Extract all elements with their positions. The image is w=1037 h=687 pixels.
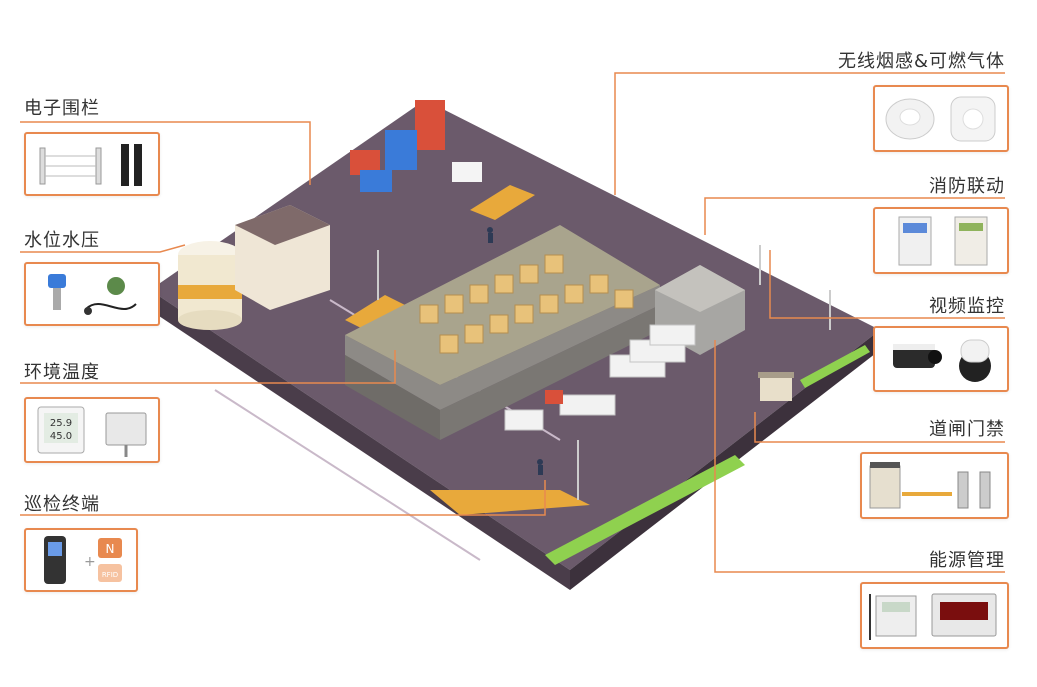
camera-icon bbox=[893, 339, 991, 382]
card-environment-temperature: 25.9 45.0 bbox=[24, 397, 160, 463]
hatch-zone bbox=[345, 295, 405, 330]
temp-display-bottom: 45.0 bbox=[50, 431, 72, 442]
card-gate-access bbox=[860, 452, 1009, 519]
card-fire-linkage bbox=[873, 207, 1009, 274]
svg-text:+: + bbox=[84, 554, 96, 570]
label-electronic-fence: 电子围栏 bbox=[24, 98, 100, 119]
card-video-surveillance bbox=[873, 326, 1009, 392]
warehouse-wall bbox=[345, 285, 660, 410]
fire-panel-icon bbox=[898, 216, 988, 266]
trucks bbox=[504, 324, 696, 431]
label-fire-linkage: 消防联动 bbox=[929, 176, 1005, 197]
card-electronic-fence bbox=[24, 132, 160, 196]
container bbox=[415, 100, 445, 150]
hatch-zone bbox=[470, 185, 535, 220]
label-smoke-gas: 无线烟感&可燃气体 bbox=[837, 51, 1005, 72]
energy-meter-icon bbox=[869, 593, 997, 640]
smoke-detector-icon bbox=[885, 96, 996, 142]
card-energy-management bbox=[860, 582, 1009, 649]
gatehouse bbox=[760, 375, 792, 401]
label-video-surveillance: 视频监控 bbox=[929, 296, 1005, 317]
barrier-gate-icon bbox=[869, 462, 991, 509]
fence-icon bbox=[39, 144, 142, 186]
label-patrol-terminal: 巡检终端 bbox=[24, 494, 100, 515]
rfid-badge: RFID bbox=[102, 571, 118, 579]
label-environment-temperature: 环境温度 bbox=[24, 362, 100, 383]
grass bbox=[545, 455, 745, 565]
card-water-level-pressure bbox=[24, 262, 160, 326]
warehouse-floor bbox=[345, 225, 660, 385]
label-water-level-pressure: 水位水压 bbox=[24, 230, 100, 251]
card-smoke-gas bbox=[873, 85, 1009, 152]
handheld-terminal-icon: + N RFID bbox=[44, 536, 122, 584]
grass bbox=[800, 345, 870, 388]
container bbox=[360, 170, 392, 192]
pressure-sensor-icon bbox=[48, 274, 137, 315]
card-patrol-terminal: + N RFID bbox=[24, 528, 138, 592]
temp-display-top: 25.9 bbox=[50, 418, 72, 429]
leader-lines bbox=[20, 72, 1005, 573]
thermometer-icon: 25.9 45.0 bbox=[37, 406, 147, 457]
label-gate-access: 道闸门禁 bbox=[929, 419, 1005, 440]
shelving bbox=[419, 254, 634, 354]
truck bbox=[452, 162, 482, 182]
hatch-zone bbox=[430, 490, 590, 515]
label-energy-management: 能源管理 bbox=[929, 550, 1005, 571]
container bbox=[385, 130, 417, 170]
nfc-badge: N bbox=[106, 542, 115, 556]
